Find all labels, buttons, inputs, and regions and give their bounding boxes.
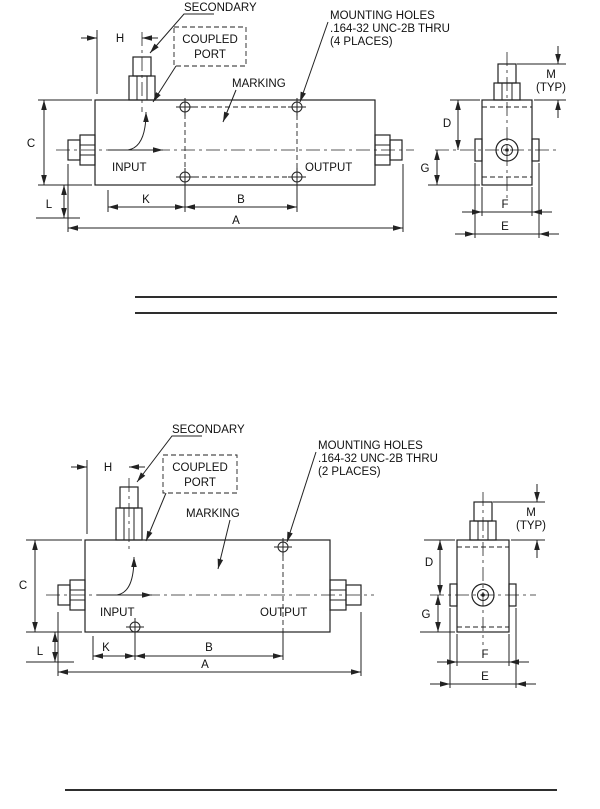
figure1-drawing: INPUT OUTPUT SECONDARY <box>27 2 566 314</box>
fig1-dim-h: H <box>81 30 158 94</box>
fig1-secondary-callout: SECONDARY <box>149 2 257 54</box>
fig1-input-label: INPUT <box>112 162 147 174</box>
fig1-marking-leader <box>222 89 237 123</box>
fig2-mounting-note-1: MOUNTING HOLES <box>318 440 423 452</box>
fig1-marking-callout: MARKING <box>222 78 286 123</box>
fig1-dim-g-label: G <box>421 163 430 175</box>
fig1-callouts: SECONDARY COUPLED PORT MARKING MOUNTING … <box>149 2 450 123</box>
fig2-dim-g-label: G <box>422 609 431 621</box>
fig2-dim-e: E <box>430 608 536 688</box>
fig1-end-view <box>435 52 558 198</box>
fig2-dim-l: L <box>26 632 74 663</box>
fig1-mounting-note-2: .164-32 UNC-2B THRU <box>330 23 450 35</box>
fig2-front-view: INPUT OUTPUT <box>46 478 374 636</box>
fig1-dim-m-label: M <box>546 69 556 81</box>
fig1-dim-l-label: L <box>46 199 53 211</box>
fig1-secondary-label: SECONDARY <box>184 2 257 14</box>
fig2-dim-b-label: B <box>205 642 213 654</box>
fig2-callouts: SECONDARY COUPLED PORT MARKING MOUNTING … <box>136 424 438 570</box>
fig2-dim-g: G <box>420 595 455 633</box>
fig1-output-label: OUTPUT <box>305 162 352 174</box>
fig1-dim-h-label: H <box>116 33 124 45</box>
figure2-drawing: INPUT OUTPUT SECONDARY <box>19 424 557 791</box>
fig1-dim-f: F <box>462 187 552 216</box>
fig1-dim-c-label: C <box>27 138 35 150</box>
fig2-secondary-leader <box>136 435 202 483</box>
fig2-coupled-path-arrow <box>116 556 137 596</box>
fig2-mounting-note-2: .164-32 UNC-2B THRU <box>318 453 438 465</box>
fig2-secondary-callout: SECONDARY <box>136 424 245 483</box>
fig1-mounting-holes-callout: MOUNTING HOLES .164-32 UNC-2B THRU (4 PL… <box>299 10 450 103</box>
fig1-dim-k: K <box>107 182 186 212</box>
fig1-dim-e: E <box>455 163 559 238</box>
fig1-dim-l: L <box>36 185 80 219</box>
fig2-dim-l-label: L <box>37 646 44 658</box>
fig1-dim-e-label: E <box>501 221 509 233</box>
fig2-dim-h: H <box>71 460 145 534</box>
fig2-dim-d-label: D <box>425 557 433 569</box>
fig2-input-label: INPUT <box>100 607 135 619</box>
fig2-dim-c: C <box>19 539 82 633</box>
fig1-coupled-port-callout: COUPLED PORT <box>152 26 247 103</box>
fig2-dim-c-label: C <box>19 580 27 592</box>
fig1-front-view: INPUT OUTPUT <box>56 32 414 186</box>
fig2-dim-a: A <box>57 612 362 676</box>
fig2-dim-h-label: H <box>104 462 112 474</box>
fig1-dim-g: G <box>421 150 480 186</box>
fig2-coupled-port-label-1: COUPLED <box>172 462 228 474</box>
fig2-mounting-note-3: (2 PLACES) <box>318 466 381 478</box>
fig2-dim-m-typ-label: (TYP) <box>516 520 546 532</box>
fig1-dim-m: M (TYP) <box>517 46 566 118</box>
fig2-dimensions: H C L K B <box>19 460 546 688</box>
fig1-dim-f-label: F <box>501 199 508 211</box>
fig2-dim-m-label: M <box>526 507 536 519</box>
fig2-dim-a-label: A <box>201 659 209 671</box>
fig2-mounting-holes-callout: MOUNTING HOLES .164-32 UNC-2B THRU (2 PL… <box>286 440 438 543</box>
fig1-mounting-leader <box>299 21 329 103</box>
fig2-dim-d: D <box>424 539 455 595</box>
fig2-dim-m: M (TYP) <box>493 484 546 558</box>
fig2-coupled-port-callout: COUPLED PORT <box>145 454 238 542</box>
fig2-dim-b: B <box>135 632 284 660</box>
fig2-dim-k-label: K <box>102 642 110 654</box>
fig2-dim-k: K <box>92 636 136 660</box>
fig1-dim-b-label: B <box>237 194 245 206</box>
fig2-marking-leader <box>217 519 231 570</box>
fig2-end-view <box>430 492 536 645</box>
fig2-dim-f: F <box>437 634 529 666</box>
fig1-marking-label: MARKING <box>232 78 286 90</box>
fig2-marking-label: MARKING <box>186 508 240 520</box>
fig2-coupled-port-leader <box>145 492 167 542</box>
fig2-dim-f-label: F <box>481 649 488 661</box>
fig1-secondary-leader <box>149 13 214 54</box>
fig2-marking-callout: MARKING <box>186 508 240 570</box>
fig1-connector-center-pin <box>505 148 509 152</box>
fig1-dim-c: C <box>27 99 92 186</box>
fig2-coupled-port-label-2: PORT <box>184 477 216 489</box>
fig1-coupled-port-leader <box>152 65 177 103</box>
fig1-dimensions: H C L K B <box>27 30 566 238</box>
fig1-mounting-note-3: (4 PLACES) <box>330 36 393 48</box>
fig1-left-hex-edge <box>474 138 483 162</box>
fig1-dim-b: B <box>185 182 298 212</box>
fig2-output-label: OUTPUT <box>260 607 307 619</box>
fig1-dim-d-label: D <box>443 118 451 130</box>
fig1-coupled-port-label-1: COUPLED <box>182 34 238 46</box>
fig1-dim-d: D <box>443 99 480 150</box>
fig1-coupled-port-label-2: PORT <box>194 49 226 61</box>
fig2-mounting-leader <box>286 451 317 543</box>
fig1-dim-m-typ-label: (TYP) <box>536 82 566 94</box>
fig2-dim-e-label: E <box>481 671 489 683</box>
fig1-mounting-note-1: MOUNTING HOLES <box>330 10 435 22</box>
fig1-mounting-holes <box>176 98 306 186</box>
fig2-secondary-label: SECONDARY <box>172 424 245 436</box>
fig1-dim-a-label: A <box>232 215 240 227</box>
fig1-coupled-path-arrow <box>127 111 149 151</box>
fig1-dim-k-label: K <box>142 194 150 206</box>
fig1-dim-a: A <box>67 164 404 232</box>
fig2-mounting-holes <box>126 538 292 636</box>
